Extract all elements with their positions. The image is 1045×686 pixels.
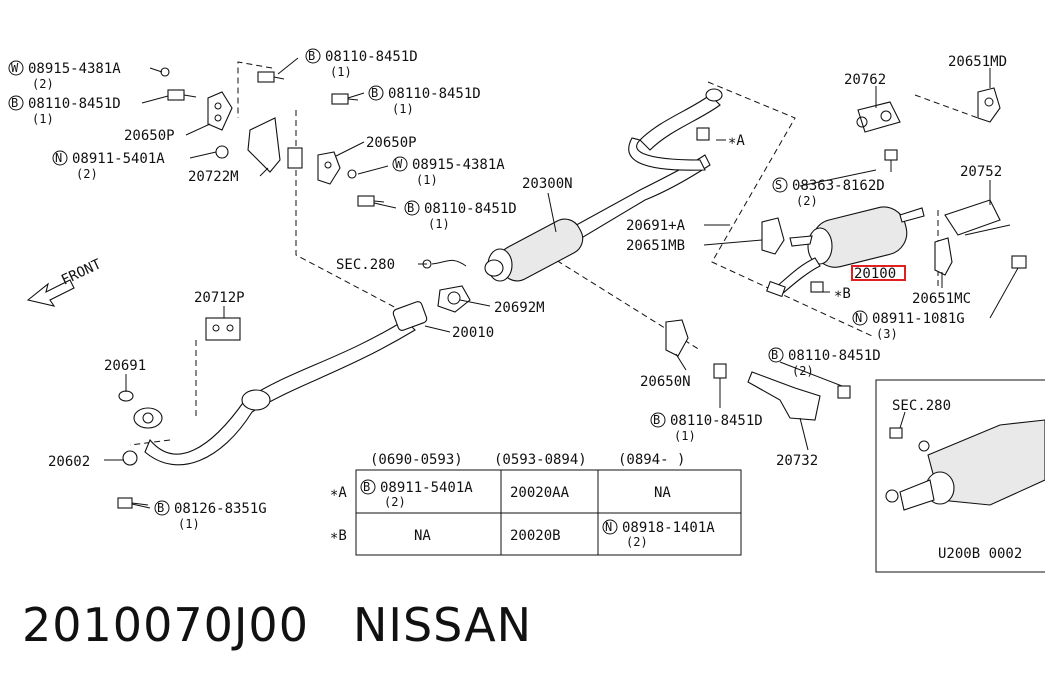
table-row-b-prefix: N	[605, 520, 612, 534]
label-20602: 20602	[48, 454, 90, 470]
label-20752: 20752	[960, 164, 1002, 180]
highlight-box	[851, 265, 906, 281]
callout-b3-qty: (1)	[392, 102, 414, 116]
footer-brand: NISSAN	[352, 598, 533, 652]
center-muffler-20300n	[484, 88, 723, 282]
label-star-a: ∗A	[728, 133, 745, 149]
label-inset-sec280: SEC.280	[892, 398, 951, 414]
callout-b1-part: 08110-8451D	[28, 96, 121, 112]
table-row-b-c2: 20020B	[510, 528, 561, 544]
callout-b2-prefix: B	[308, 49, 315, 63]
callout-w2-part: 08915-4381A	[412, 157, 505, 173]
front-pipe-20010	[133, 301, 428, 466]
label-20651mc: 20651MC	[912, 291, 971, 307]
callout-s1-qty: (2)	[796, 194, 818, 208]
callout-b2-qty: (1)	[330, 65, 352, 79]
callout-w2-qty: (1)	[416, 173, 438, 187]
callout-b6-prefix: B	[653, 413, 660, 427]
label-20010: 20010	[452, 325, 494, 341]
inset-detail	[875, 379, 1045, 573]
table-header-3: (0894- )	[618, 452, 685, 468]
callout-b1-prefix: B	[11, 96, 18, 110]
label-20692m: 20692M	[494, 300, 545, 316]
part-labels: W 08915-4381A (2) B 08110-8451D (1) B 08…	[8, 48, 1022, 562]
callout-w1-prefix: W	[11, 61, 19, 75]
callout-n2-part: 08911-1081G	[872, 311, 965, 327]
table-header-2: (0593-0894)	[494, 452, 587, 468]
callout-b6-part: 08110-8451D	[670, 413, 763, 429]
callout-s1-part: 08363-8162D	[792, 178, 885, 194]
label-20732: 20732	[776, 453, 818, 469]
callout-n2-qty: (3)	[876, 327, 898, 341]
label-star-b: ∗B	[834, 286, 851, 302]
callout-b3-part: 08110-8451D	[388, 86, 481, 102]
label-20651mb: 20651MB	[626, 238, 685, 254]
label-diagram-code: U200B 0002	[938, 546, 1022, 562]
label-20650p-left: 20650P	[124, 128, 175, 144]
table-row-a-c2: 20020AA	[510, 485, 570, 501]
callout-n1-part: 08911-5401A	[72, 151, 165, 167]
mounting-hardware	[118, 87, 1011, 466]
callout-b5-part: 08110-8451D	[788, 348, 881, 364]
callout-n2-prefix: N	[855, 311, 862, 325]
callout-b4-prefix: B	[407, 201, 414, 215]
callout-s1-prefix: S	[775, 178, 782, 192]
callout-w1-part: 08915-4381A	[28, 61, 121, 77]
callout-n1-qty: (2)	[76, 167, 98, 181]
label-20691: 20691	[104, 358, 146, 374]
callout-b7-qty: (1)	[178, 517, 200, 531]
callout-b5-prefix: B	[771, 348, 778, 362]
label-20651md: 20651MD	[948, 54, 1007, 70]
callout-b5-qty: (2)	[792, 364, 814, 378]
callout-b7-prefix: B	[157, 501, 164, 515]
table-row-b-part: 08918-1401A	[622, 520, 715, 536]
table-row-b-c1: NA	[414, 528, 431, 544]
table-row-a-prefix: B	[363, 480, 370, 494]
callout-b6-qty: (1)	[674, 429, 696, 443]
rear-muffler-20100	[766, 206, 925, 298]
label-20650n: 20650N	[640, 374, 691, 390]
footer-part-number: 2010070J00	[22, 598, 309, 652]
label-20712p: 20712P	[194, 290, 245, 306]
callout-b3-prefix: B	[371, 86, 378, 100]
callout-b1-qty: (1)	[32, 112, 54, 126]
footer-caption: 2010070J00 NISSAN	[22, 598, 532, 652]
applicability-table: (0690-0593) (0593-0894) (0894- ) ∗A B 08…	[330, 452, 742, 556]
callout-w1-qty: (2)	[32, 77, 54, 91]
front-label: FRONT	[59, 256, 104, 289]
table-row-a-c3: NA	[654, 485, 671, 501]
exhaust-parts-diagram: FRONT	[8, 48, 1045, 573]
table-row-a-qty: (2)	[384, 495, 406, 509]
callout-b4-qty: (1)	[428, 217, 450, 231]
table-row-a-key: ∗A	[330, 485, 347, 501]
label-20100: 20100	[854, 266, 896, 282]
callout-n1-prefix: N	[55, 151, 62, 165]
callout-b2-part: 08110-8451D	[325, 49, 418, 65]
gasket-20692m	[437, 285, 471, 313]
label-20650p-right: 20650P	[366, 135, 417, 151]
front-arrow-icon	[26, 279, 75, 307]
table-row-b-qty: (2)	[626, 535, 648, 549]
callout-w2-prefix: W	[395, 157, 403, 171]
leader-lines	[104, 57, 1019, 509]
label-20300n: 20300N	[522, 176, 573, 192]
label-20762: 20762	[844, 72, 886, 88]
label-20691a: 20691+A	[626, 218, 686, 234]
label-sec280: SEC.280	[336, 257, 395, 273]
callout-b7-part: 08126-8351G	[174, 501, 267, 517]
table-header-1: (0690-0593)	[370, 452, 463, 468]
table-row-b-key: ∗B	[330, 528, 347, 544]
callout-b4-part: 08110-8451D	[424, 201, 517, 217]
label-20722m: 20722M	[188, 169, 239, 185]
table-row-a-part: 08911-5401A	[380, 480, 473, 496]
